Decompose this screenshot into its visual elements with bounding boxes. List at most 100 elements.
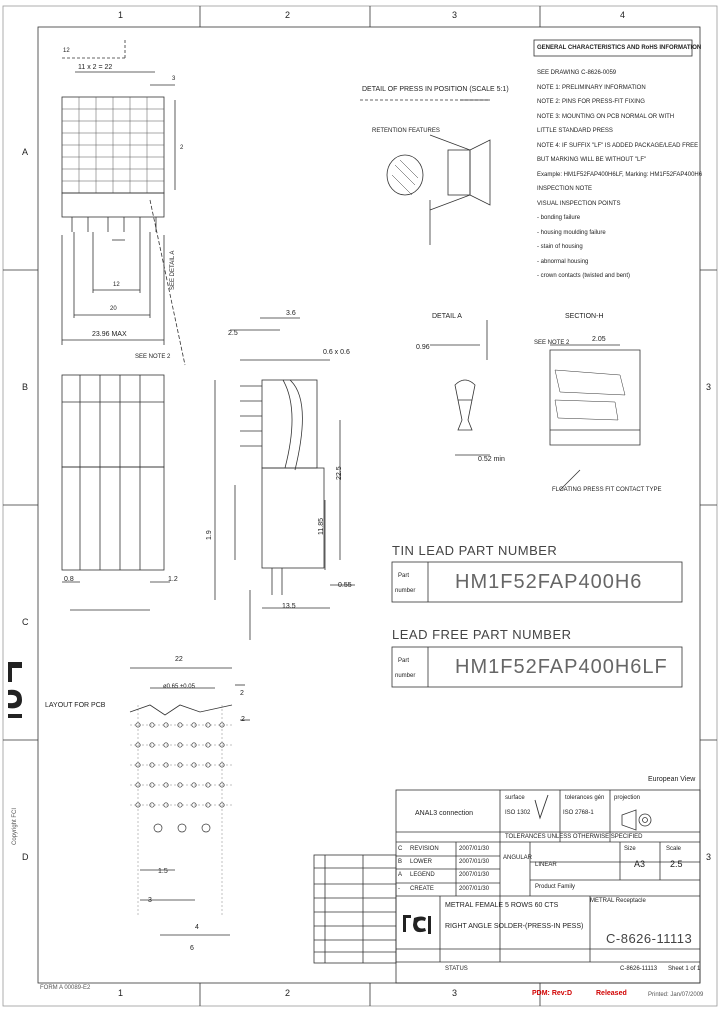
dim-label: 22.5 [336,466,343,480]
grid-col-2: 2 [285,10,291,20]
rev-letter: A [398,872,403,878]
note-line: NOTE 3: MOUNTING ON PCB NORMAL OR WITH [537,113,675,120]
layout-pcb-label: LAYOUT FOR PCB [45,702,106,709]
tb-title: ANAL3 connection [415,810,473,817]
note-line: LITTLE STANDARD PRESS [537,128,613,134]
rev-date: 2007/01/30 [459,872,490,878]
tb-projection: projection [614,795,641,801]
detail-a-label: DETAIL A [432,313,462,320]
lead-free-title: LEAD FREE PART NUMBER [392,627,572,642]
rev-date: 2007/01/30 [459,846,490,852]
grid-col-bottom-2: 2 [285,988,291,998]
rev-desc: LOWER [410,859,433,865]
detail-press-label: DETAIL OF PRESS IN POSITION (SCALE 5:1) [362,86,509,93]
grid-row-b: B [22,382,29,392]
dim-label: 2 [240,690,244,697]
rev-date: 2007/01/30 [459,886,490,892]
dim-label: 0.52 min [478,456,505,463]
note-line: - abnormal housing [537,258,589,265]
dim-label: 0.6 x 0.6 [323,349,350,356]
part-label: Part [398,573,410,579]
grid-row-right-1: 3 [706,382,712,392]
dim-label: 0.55 [338,582,352,589]
part-number-lf: HM1F52FAP400H6LF [455,656,668,678]
dim-label: 12 [63,48,70,54]
tb-sheet: C-8626-11113 [620,966,658,972]
tb-scale: 2.5 [670,859,683,869]
see-note-label: SEE NOTE 2 [135,354,171,360]
section-h-label: SECTION-H [565,313,604,320]
dim-label: 4 [195,924,199,931]
rev-letter: C [398,846,403,852]
european-view-label: European View [648,776,696,783]
tb-sheet-of: Sheet 1 of 1 [668,966,701,972]
tb-doc-number: C-8626-11113 [606,931,693,946]
released-status: Released [596,990,627,997]
notes-title: GENERAL CHARACTERISTICS AND RoHS INFORMA… [537,45,702,51]
note-line: NOTE 4: IF SUFFIX "LF" IS ADDED PACKAGE/… [537,142,699,149]
note-line: INSPECTION NOTE [537,186,593,192]
tb-tolerances: tolerances gén [565,795,605,801]
tb-scale-label: Scale [666,846,682,852]
printed-date: Printed: Jan/07/2009 [648,992,704,998]
dim-label: 20 [110,306,117,312]
grid-row-d: D [22,852,29,862]
note-line: SEE DRAWING C-8626-0059 [537,70,617,76]
dim-label: 0.8 [64,576,74,583]
dim-label: 11 x 2 = 22 [78,64,113,71]
rev-desc: REVISION [410,846,439,852]
dim-label: 3 [148,897,152,904]
dim-label: 2 [241,716,245,723]
dim-label: 11.85 [318,518,325,535]
note-line: NOTE 2: PINS FOR PRESS-FIT FIXING [537,99,645,105]
dim-label: 3.6 [286,310,296,317]
note-line: - housing moulding failure [537,229,606,236]
see-note-label-2: SEE NOTE 2 [534,340,570,346]
dim-label: 0.96 [416,344,430,351]
grid-row-c: C [22,617,29,627]
grid-col-3: 3 [452,10,458,20]
part-number-tin: HM1F52FAP400H6 [455,571,643,593]
pdm-revision: PDM: Rev:D [532,990,573,997]
tb-size-label: Size [624,846,636,852]
notes-list: SEE DRAWING C-8626-0059 NOTE 1: PRELIMIN… [537,66,702,284]
fci-logo-text: FCI [8,722,18,728]
tb-angular: ANGULAR [503,855,533,861]
tin-lead-title: TIN LEAD PART NUMBER [392,543,558,558]
grid-col-4: 4 [620,10,626,20]
note-line: BUT MARKING WILL BE WITHOUT "LF" [537,157,647,163]
note-line: - bonding failure [537,215,581,221]
tb-desc-2: RIGHT ANGLE SOLDER-(PRESS-IN PESS) [445,923,584,930]
see-detail-a-label: SEE DETAIL A [170,250,176,290]
grid-row-a: A [22,147,29,157]
part-label: number [395,673,416,679]
dim-label: 3 [172,76,176,82]
dim-label: 23.96 MAX [92,331,127,338]
tb-linear: LINEAR [535,862,557,868]
note-line: - crown contacts (twisted and bent) [537,273,631,279]
dim-label: 2 [180,145,184,151]
tb-status: STATUS [445,966,468,972]
part-label: number [395,588,416,594]
note-line: NOTE 1: PRELIMINARY INFORMATION [537,84,646,91]
rev-letter: - [398,886,400,892]
grid-col-bottom-3: 3 [452,988,458,998]
retention-label: RETENTION FEATURES [372,128,440,134]
dim-label: 2.05 [592,336,606,343]
rev-desc: CREATE [410,886,434,892]
rev-letter: B [398,859,403,865]
grid-col-1: 1 [118,10,124,20]
rev-desc: LEGEND [410,872,435,878]
part-label: Part [398,658,410,664]
dim-label: 1.2 [168,576,178,583]
note-line: - stain of housing [537,244,583,250]
tb-size: A3 [634,859,646,869]
tb-desc-1: METRAL FEMALE 5 ROWS 60 CTS [445,902,559,909]
dim-label: ø0.65 ±0.05 [163,684,195,690]
dim-label: 1.5 [158,868,168,875]
copyright-text: Copyright FCI [12,807,18,845]
tb-product-family: Product Family [535,884,576,890]
note-line: Example: HM1F52FAP400H6LF, Marking: HM1F… [537,171,703,178]
dim-label: 6 [190,945,194,952]
